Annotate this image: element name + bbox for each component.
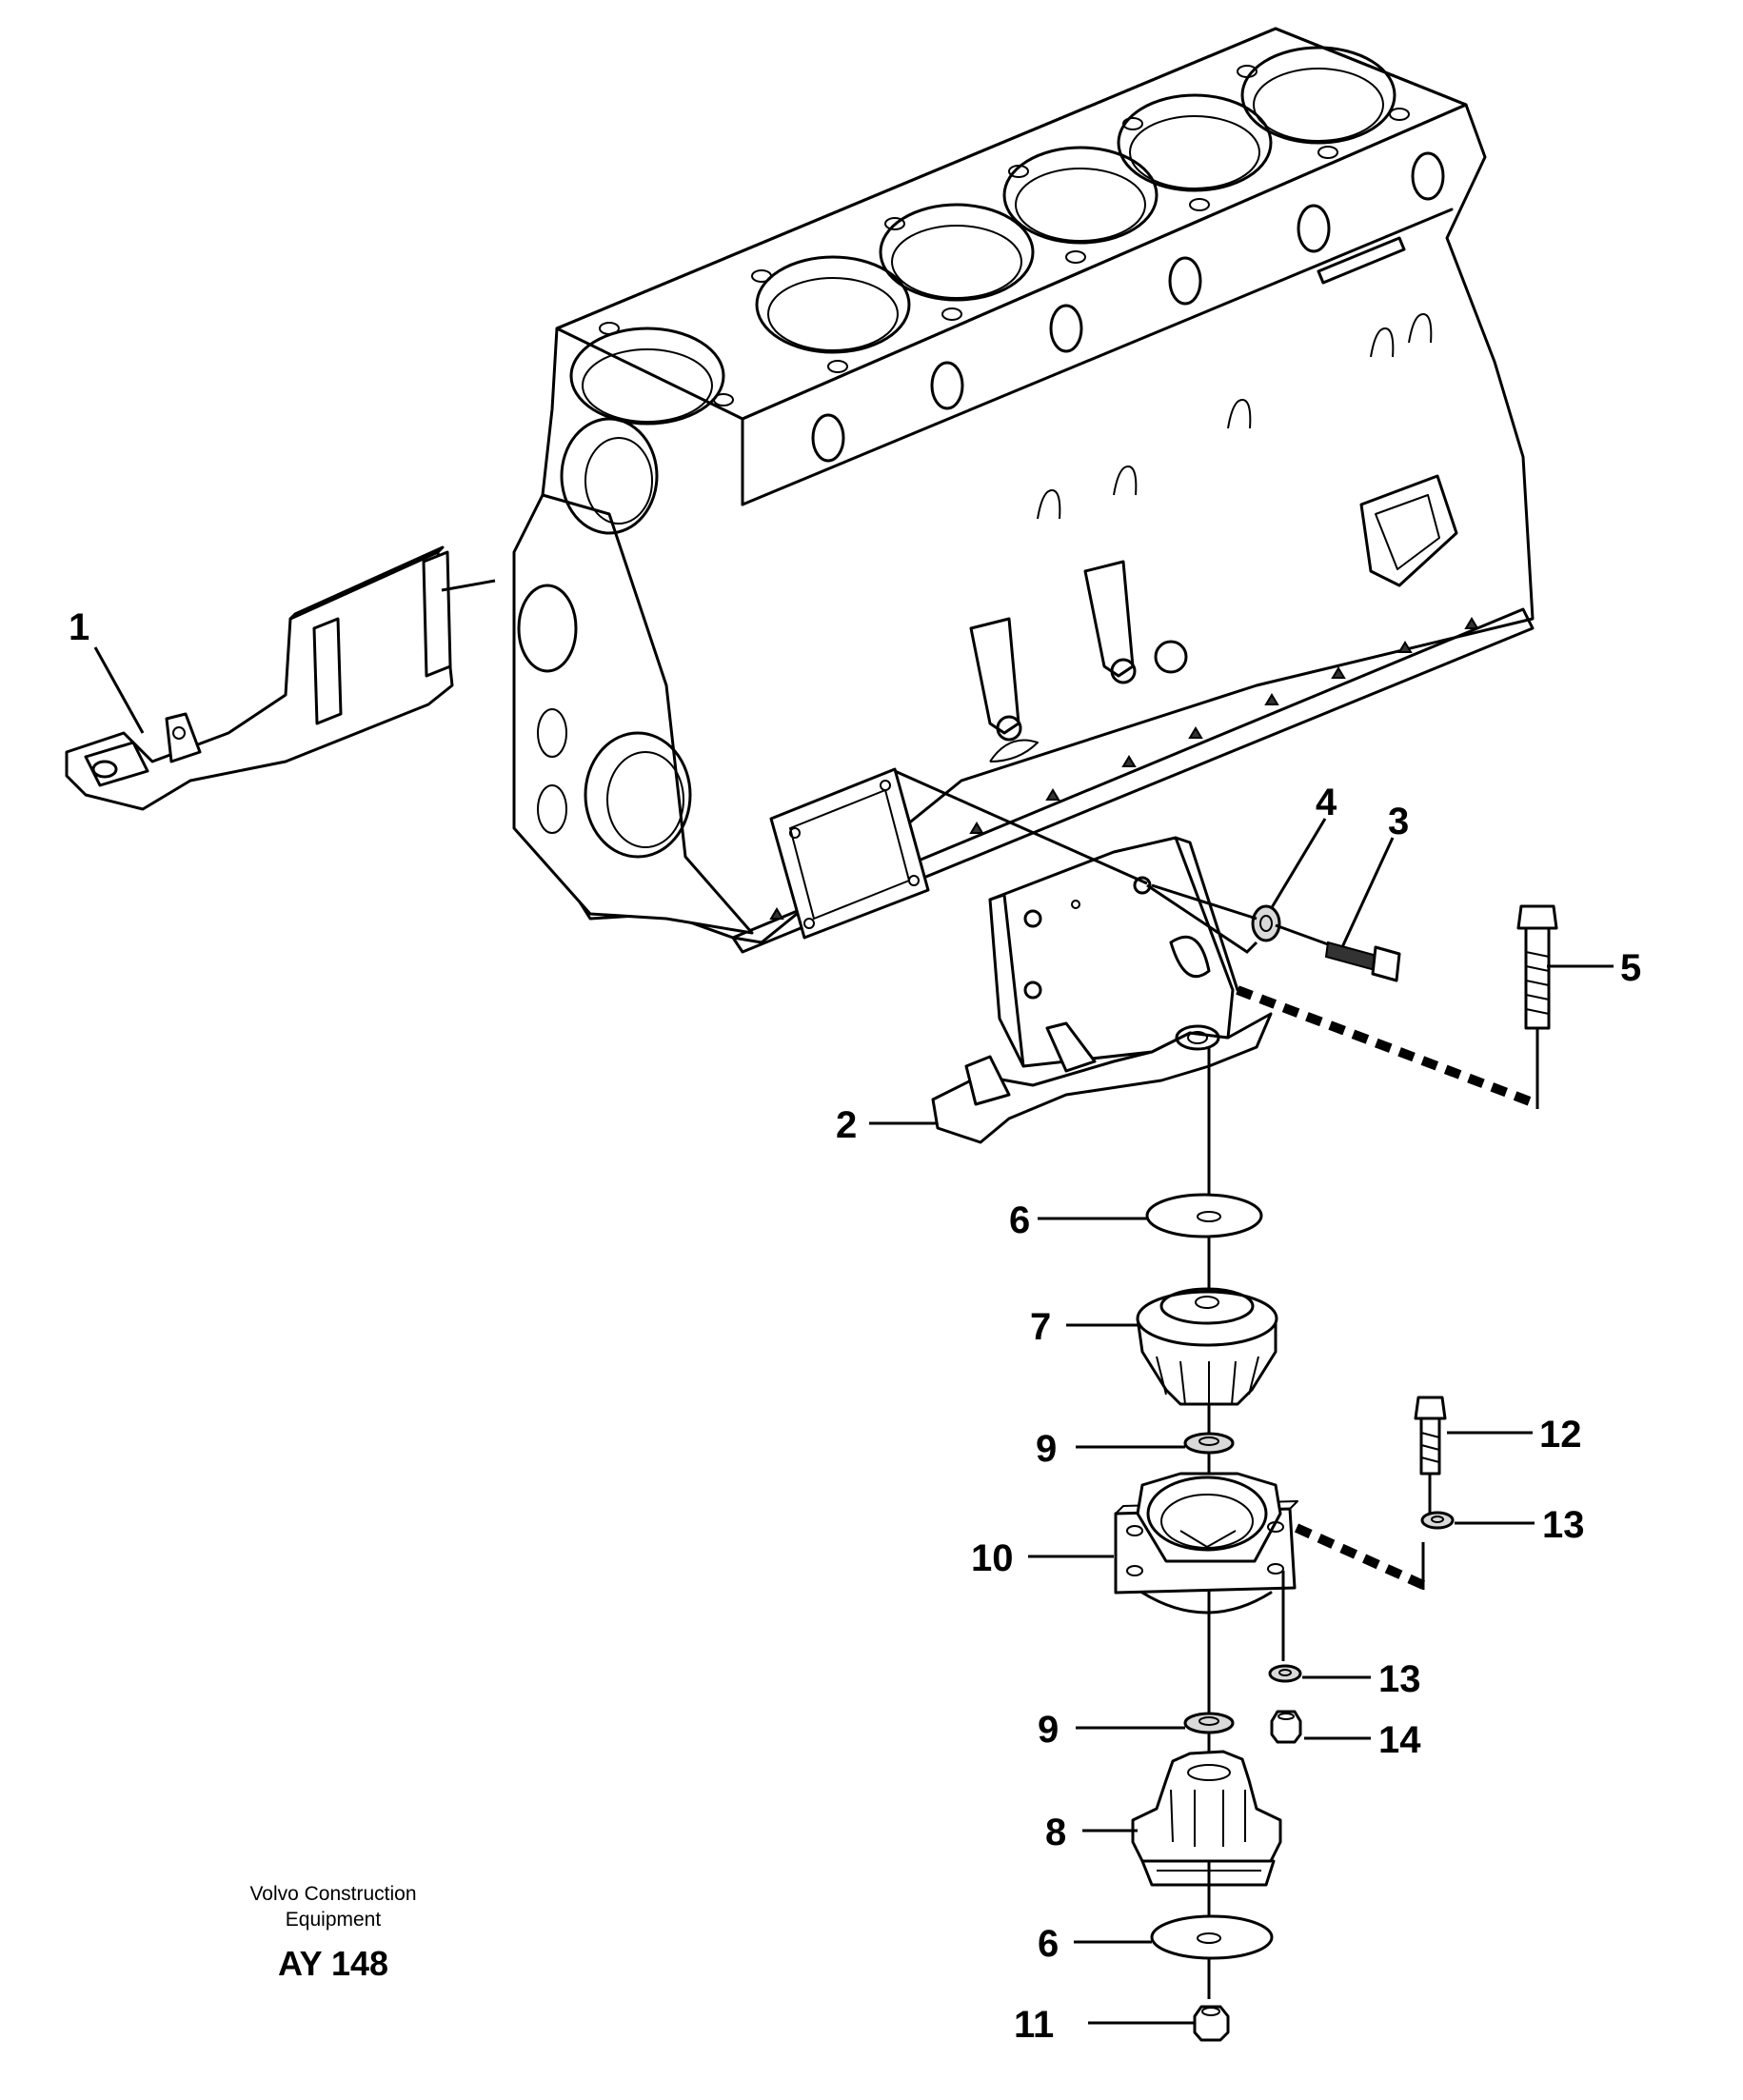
callout-2: 2 bbox=[836, 1104, 857, 1146]
callout-leaders bbox=[93, 646, 1614, 2025]
callout-3: 3 bbox=[1388, 801, 1409, 842]
footer-drawing-code: AY 148 bbox=[278, 1944, 388, 1983]
callout-4: 4 bbox=[1316, 782, 1337, 823]
callout-14: 14 bbox=[1378, 1719, 1421, 1761]
head-bolt-holes bbox=[599, 65, 1410, 406]
footer-company-line2: Equipment bbox=[286, 1909, 382, 1931]
part-5-long-bolt bbox=[1516, 904, 1558, 1030]
callout-13-upper: 13 bbox=[1542, 1504, 1585, 1546]
callout-labels: 1 2 3 4 5 6 7 8 9 9 10 11 12 13 13 14 6 bbox=[69, 606, 1641, 2046]
part-12-bolt bbox=[1414, 1396, 1447, 1476]
part-9-lower-spacer bbox=[1183, 1712, 1235, 1734]
part-1-left-mounting-bracket bbox=[65, 545, 454, 811]
part-13-lower-lock-washer bbox=[1268, 1664, 1302, 1683]
callout-11: 11 bbox=[1014, 2004, 1054, 2046]
callout-10: 10 bbox=[971, 1537, 1014, 1579]
part-9-upper-spacer bbox=[1183, 1432, 1235, 1455]
callout-1: 1 bbox=[69, 606, 89, 648]
callout-13-lower: 13 bbox=[1378, 1658, 1421, 1700]
part-13-upper-lock-washer bbox=[1420, 1511, 1455, 1530]
callout-8: 8 bbox=[1045, 1812, 1066, 1853]
engine-block bbox=[512, 27, 1535, 954]
part-14-nut bbox=[1270, 1710, 1302, 1744]
callout-5: 5 bbox=[1620, 947, 1641, 989]
part-6-lower-washer bbox=[1150, 1914, 1274, 1960]
part-11-nut bbox=[1193, 2005, 1230, 2042]
part-7-upper-rubber-mount bbox=[1136, 1287, 1278, 1407]
callout-6-lower: 6 bbox=[1038, 1923, 1059, 1965]
part-6-upper-washer bbox=[1145, 1193, 1263, 1238]
callout-6-upper: 6 bbox=[1009, 1199, 1030, 1241]
callout-9-lower: 9 bbox=[1038, 1709, 1059, 1751]
part-8-lower-rubber-mount bbox=[1131, 1750, 1282, 1887]
part-10-mounting-plate bbox=[1114, 1472, 1298, 1615]
callout-9-upper: 9 bbox=[1036, 1428, 1057, 1470]
footer-company-line1: Volvo Construction bbox=[249, 1883, 416, 1905]
callout-7: 7 bbox=[1030, 1306, 1051, 1348]
part-4-washer bbox=[1251, 904, 1281, 942]
callout-12: 12 bbox=[1539, 1414, 1582, 1456]
footer-credit: Volvo Construction Equipment AY 148 bbox=[249, 1883, 416, 1983]
part-3-bolt bbox=[1324, 941, 1401, 982]
part-2-right-mounting-bracket bbox=[931, 836, 1273, 1144]
cylinder-bores bbox=[569, 46, 1396, 426]
